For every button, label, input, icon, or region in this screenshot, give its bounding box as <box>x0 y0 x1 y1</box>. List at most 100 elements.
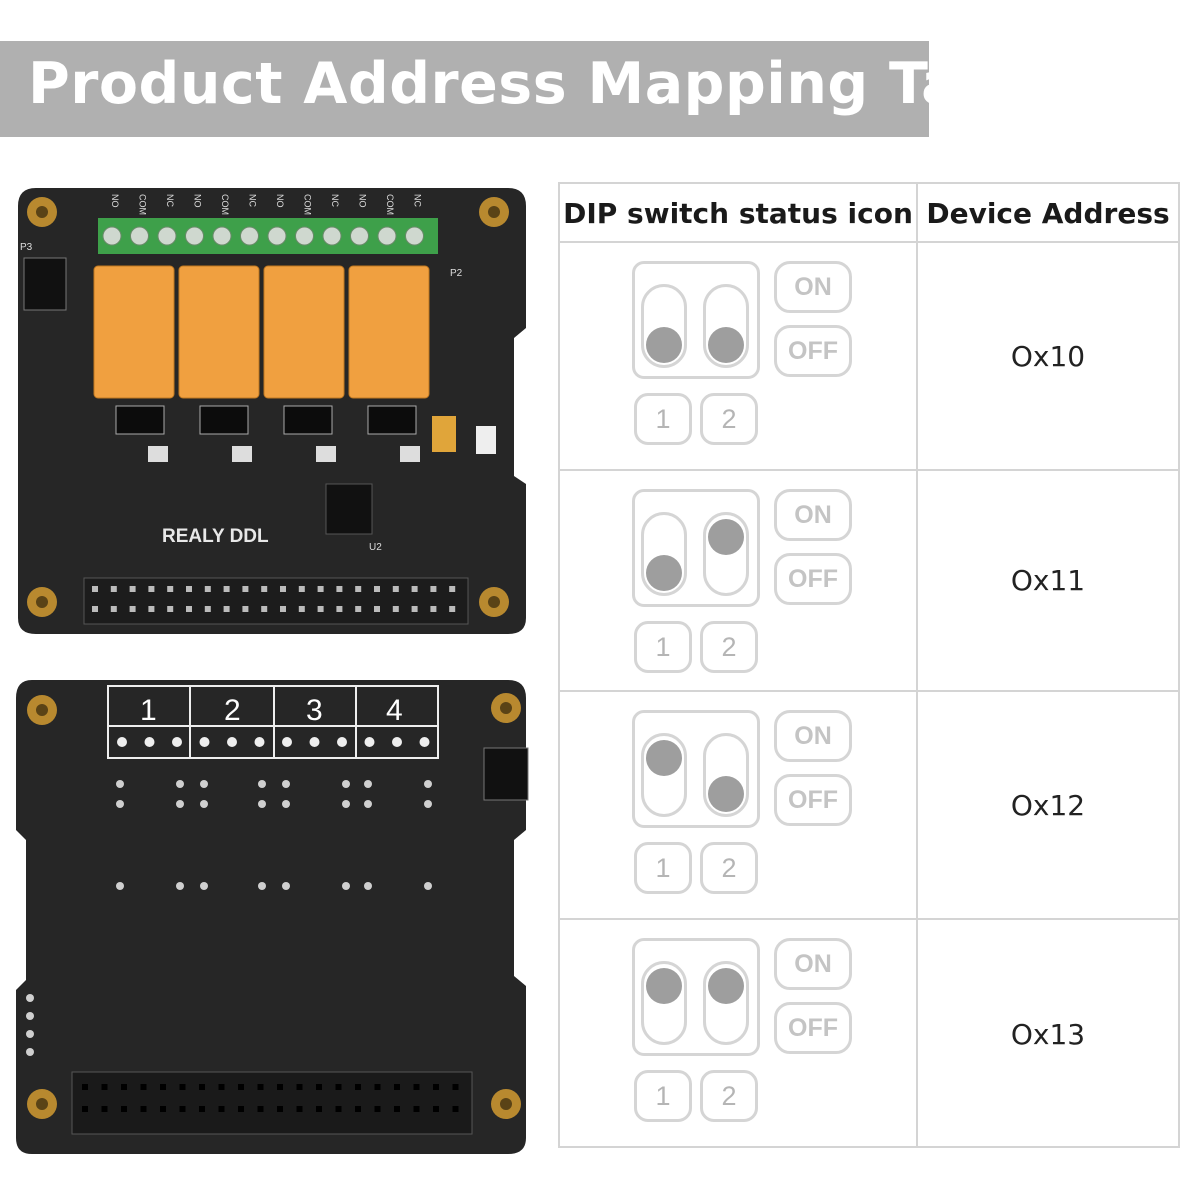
dip-switch-knob-icon <box>708 327 744 363</box>
header-pin-icon <box>218 1106 225 1112</box>
solder-pad-icon <box>258 800 266 808</box>
dip-switch-knob-icon <box>646 327 682 363</box>
board-silkscreen-label: REALY DDL <box>162 526 269 547</box>
mounting-hole-icon <box>27 587 57 617</box>
header-pin-icon <box>92 586 98 592</box>
off-label: OFF <box>774 325 852 377</box>
solder-pad-icon <box>26 1012 34 1020</box>
terminal-screw-icon <box>130 226 149 246</box>
solder-pad-icon <box>26 1030 34 1038</box>
solder-pad-icon <box>117 737 127 747</box>
solder-pad-icon <box>199 737 210 747</box>
dip-switch-slot <box>641 733 687 817</box>
header-pin-icon <box>355 1084 361 1090</box>
solder-pad-icon <box>282 780 290 788</box>
header-pin-icon <box>433 1084 439 1090</box>
solder-pad-icon <box>364 737 375 747</box>
column-header-dip-status: DIP switch status icon <box>563 197 913 230</box>
header-pin-icon <box>223 606 230 612</box>
terminal-label: COM <box>220 194 230 215</box>
header-pin-icon <box>336 586 343 592</box>
terminal-label: NO <box>275 194 285 208</box>
dip-switch-slot <box>641 512 687 596</box>
terminal-screw-icon <box>157 226 177 246</box>
channel-number-1: 1 <box>140 694 157 727</box>
header-pin-icon <box>374 606 380 612</box>
header-pin-icon <box>336 606 343 612</box>
header-pin-icon <box>101 1084 108 1090</box>
diode-icon <box>367 405 417 435</box>
solder-pad-icon <box>424 780 432 788</box>
relay-icon <box>178 265 260 399</box>
chip-label-u2: U2 <box>369 542 382 553</box>
solder-pad-icon <box>309 737 320 747</box>
dip-switch-knob-icon <box>646 740 682 776</box>
led-icon <box>232 446 252 462</box>
row-divider <box>560 690 1178 692</box>
dip-switch-icon <box>632 261 760 379</box>
solder-pad-icon <box>116 800 124 808</box>
header-pin-icon <box>238 1106 244 1112</box>
solder-pad-icon <box>342 780 350 788</box>
header-pin-icon <box>430 586 437 592</box>
title-banner: Product Address Mapping Table <box>0 41 1060 137</box>
terminal-label: NC <box>413 194 423 207</box>
terminal-screw-icon <box>240 226 259 246</box>
dip-switch-slot <box>703 512 749 596</box>
solder-pad-icon <box>424 882 432 890</box>
terminal-label: NC <box>330 194 340 207</box>
header-pin-icon <box>449 586 456 592</box>
header-pin-icon <box>148 586 155 592</box>
terminal-screw-icon <box>295 226 314 246</box>
solder-pad-icon <box>364 780 372 788</box>
device-address-value: Ox13 <box>1010 1017 1086 1051</box>
header-pin-icon <box>140 1106 147 1112</box>
solder-pad-icon <box>227 737 237 747</box>
header-pin-icon <box>160 1106 166 1112</box>
header-pin-icon <box>430 606 437 612</box>
solder-pad-icon <box>200 882 208 890</box>
header-pin-icon <box>167 586 174 592</box>
led-icon <box>400 446 420 462</box>
terminal-screw-icon <box>405 226 424 246</box>
solder-pad-icon <box>176 800 184 808</box>
solder-pad-icon <box>26 994 34 1002</box>
on-label: ON <box>774 261 852 313</box>
on-label: ON <box>774 938 852 990</box>
terminal-label: COM <box>303 194 313 215</box>
header-pin-icon <box>148 606 155 612</box>
header-pin-icon <box>277 1084 283 1090</box>
solder-pad-icon <box>282 737 292 747</box>
header-pin-icon <box>204 606 211 612</box>
solder-pad-icon <box>342 882 350 890</box>
header-pin-icon <box>129 586 136 592</box>
dip-switch-knob-icon <box>708 519 744 555</box>
diode-icon <box>115 405 165 435</box>
header-pin-icon <box>223 586 230 592</box>
header-pin-icon <box>411 606 418 612</box>
solder-pad-icon <box>116 780 124 788</box>
mounting-hole-icon <box>491 693 521 723</box>
solder-pad-icon <box>254 737 265 747</box>
row-divider <box>560 918 1178 920</box>
solder-pad-icon <box>258 780 266 788</box>
header-pin-icon <box>394 1106 400 1112</box>
column-divider <box>916 184 918 1146</box>
terminal-screw-icon <box>185 226 204 246</box>
header-pin-icon <box>394 1084 400 1090</box>
header-pin-icon <box>167 606 174 612</box>
header-pin-icon <box>316 1106 322 1112</box>
header-pin-icon <box>280 586 286 592</box>
dip-switch-icon <box>632 489 760 607</box>
terminal-label: NC <box>165 194 175 207</box>
dip-switch-slot <box>703 733 749 817</box>
solder-pad-icon <box>116 882 124 890</box>
solder-pad-icon <box>172 737 182 747</box>
header-pin-icon <box>140 1084 147 1090</box>
terminal-screw-icon <box>377 226 397 246</box>
terminal-screw-icon <box>102 226 122 246</box>
terminal-screw-icon <box>322 226 342 246</box>
switch-number-label: 2 <box>700 621 758 673</box>
led-icon <box>148 446 168 462</box>
